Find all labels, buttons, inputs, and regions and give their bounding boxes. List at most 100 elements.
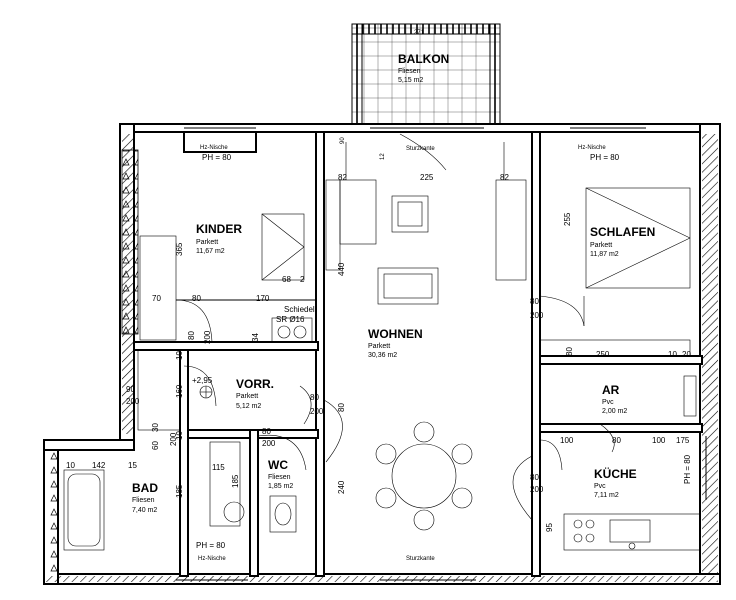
svg-text:SR Ø16: SR Ø16	[276, 315, 305, 324]
svg-text:WOHNEN: WOHNEN	[368, 327, 423, 341]
svg-text:2,00 m2: 2,00 m2	[602, 408, 627, 415]
svg-text:100: 100	[652, 436, 666, 445]
svg-text:Fliesen: Fliesen	[268, 474, 291, 481]
svg-text:Parkett: Parkett	[236, 393, 258, 400]
svg-text:+2,95: +2,95	[192, 376, 213, 385]
svg-text:Parkett: Parkett	[368, 343, 390, 350]
svg-text:Schiedel: Schiedel	[284, 305, 315, 314]
svg-text:11,67 m2: 11,67 m2	[196, 248, 225, 255]
svg-text:WC: WC	[268, 458, 288, 472]
svg-text:BALKON: BALKON	[398, 52, 449, 66]
svg-text:80: 80	[530, 297, 539, 306]
svg-text:68: 68	[282, 275, 291, 284]
svg-text:Sturzkante: Sturzkante	[406, 556, 435, 562]
svg-text:10: 10	[175, 431, 184, 440]
svg-text:90: 90	[126, 385, 135, 394]
svg-text:160: 160	[175, 384, 184, 398]
room-label-balkon: BALKON Fliesen 5,15 m2	[398, 52, 449, 84]
window-markers	[176, 127, 707, 581]
svg-text:200: 200	[203, 330, 212, 344]
svg-text:200: 200	[310, 407, 324, 416]
annotations: Hz-Nische PH = 80 Hz-Nische PH = 80 Stur…	[192, 145, 692, 562]
svg-text:Fliesen: Fliesen	[132, 497, 155, 504]
svg-text:115: 115	[212, 463, 225, 472]
svg-text:80: 80	[187, 331, 196, 340]
svg-text:240: 240	[337, 480, 346, 494]
svg-text:200: 200	[530, 485, 544, 494]
svg-text:SCHLAFEN: SCHLAFEN	[590, 225, 655, 239]
kueche-furniture	[539, 375, 701, 551]
svg-text:255: 255	[563, 212, 572, 226]
room-label-ar: AR Pvc 2,00 m2	[602, 383, 627, 415]
svg-text:2: 2	[300, 275, 305, 284]
svg-text:95: 95	[545, 523, 554, 532]
room-label-wc: WC Fliesen 1,85 m2	[268, 458, 293, 490]
svg-text:PH = 80: PH = 80	[196, 541, 226, 550]
room-label-schlafen: SCHLAFEN Parkett 11,87 m2	[590, 225, 655, 258]
svg-text:271: 271	[414, 30, 425, 36]
svg-text:175: 175	[676, 436, 690, 445]
svg-text:80: 80	[337, 403, 346, 412]
room-label-bad: BAD Fliesen 7,40 m2	[132, 481, 158, 514]
svg-text:185: 185	[175, 484, 184, 498]
svg-text:30: 30	[151, 423, 160, 432]
svg-text:200: 200	[530, 311, 544, 320]
svg-text:5,12 m2: 5,12 m2	[236, 403, 261, 410]
svg-text:Hz-Nische: Hz-Nische	[200, 145, 228, 151]
svg-text:11,87 m2: 11,87 m2	[590, 251, 619, 258]
kinder-furniture	[139, 213, 316, 343]
svg-text:80: 80	[262, 427, 271, 436]
svg-text:Sturzkante: Sturzkante	[406, 146, 435, 152]
svg-text:80: 80	[310, 393, 319, 402]
svg-text:PH = 80: PH = 80	[202, 153, 232, 162]
svg-text:185: 185	[231, 474, 240, 488]
svg-text:250: 250	[596, 350, 610, 359]
svg-text:Fliesen: Fliesen	[398, 68, 421, 75]
svg-text:70: 70	[152, 294, 161, 303]
svg-text:440: 440	[337, 262, 346, 276]
svg-text:80: 80	[612, 436, 621, 445]
interior-walls	[133, 131, 703, 577]
svg-text:15: 15	[128, 461, 137, 470]
room-label-vorr: VORR. Parkett 5,12 m2	[236, 377, 274, 410]
svg-text:200: 200	[126, 397, 140, 406]
svg-text:12: 12	[380, 153, 386, 160]
svg-text:Hz-Nische: Hz-Nische	[578, 145, 606, 151]
svg-text:60: 60	[151, 441, 160, 450]
svg-text:200: 200	[262, 439, 276, 448]
room-label-wohnen: WOHNEN Parkett 30,36 m2	[368, 327, 423, 359]
svg-text:200: 200	[169, 432, 178, 446]
svg-text:7,40 m2: 7,40 m2	[132, 507, 157, 514]
svg-text:82: 82	[338, 173, 347, 182]
svg-text:170: 170	[256, 294, 270, 303]
svg-text:20: 20	[682, 350, 691, 359]
svg-text:7,11 m2: 7,11 m2	[594, 492, 619, 499]
svg-text:80: 80	[530, 473, 539, 482]
svg-text:365: 365	[175, 242, 184, 256]
svg-text:100: 100	[560, 436, 574, 445]
schlafen-furniture	[539, 187, 691, 357]
svg-text:34: 34	[251, 333, 260, 342]
svg-text:BAD: BAD	[132, 481, 158, 495]
svg-text:82: 82	[500, 173, 509, 182]
svg-text:Pvc: Pvc	[594, 483, 606, 490]
dimensions: 271 90 12 225 82 82 365 440 255 68 2 70 …	[66, 30, 691, 532]
bad-furniture	[63, 349, 312, 551]
svg-text:80: 80	[192, 294, 201, 303]
svg-text:AR: AR	[602, 383, 620, 397]
svg-text:PH = 80: PH = 80	[683, 454, 692, 484]
svg-text:5,15 m2: 5,15 m2	[398, 77, 423, 84]
balkon-area	[351, 23, 501, 125]
svg-text:Parkett: Parkett	[196, 239, 218, 246]
room-label-kinder: KINDER Parkett 11,67 m2	[196, 222, 242, 255]
svg-text:PH = 80: PH = 80	[590, 153, 620, 162]
wohnen-furniture	[323, 133, 533, 531]
svg-text:KÜCHE: KÜCHE	[594, 466, 637, 481]
room-label-kueche: KÜCHE Pvc 7,11 m2	[594, 466, 637, 499]
svg-text:1,85 m2: 1,85 m2	[268, 483, 293, 490]
svg-text:Pvc: Pvc	[602, 399, 614, 406]
svg-text:Parkett: Parkett	[590, 242, 612, 249]
svg-text:10: 10	[175, 351, 184, 360]
svg-text:142: 142	[92, 461, 106, 470]
